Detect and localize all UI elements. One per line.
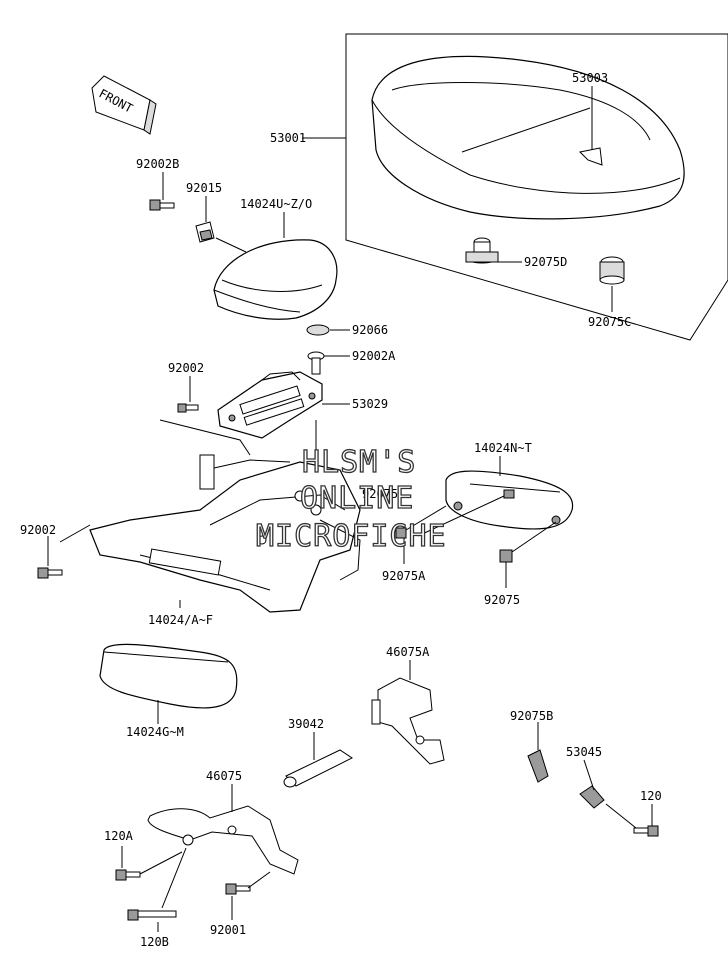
label-92066: 92066 xyxy=(352,323,388,337)
label-14024u-z-o: 14024U~Z/O xyxy=(240,197,312,211)
label-92075-right: 92075 xyxy=(484,593,520,607)
grommet-92075a xyxy=(395,527,407,539)
label-53003: 53003 xyxy=(572,71,608,85)
part-labels: 53001 53003 92075D 92075C 92002B 92015 1… xyxy=(20,71,662,949)
bumper-92075c xyxy=(599,256,625,285)
grommet-92075-right xyxy=(499,549,513,563)
label-92075d: 92075D xyxy=(524,255,567,269)
label-92002-top: 92002 xyxy=(168,361,204,375)
label-53029: 53029 xyxy=(352,397,388,411)
label-92075c: 92075C xyxy=(588,315,631,329)
seat-cowl xyxy=(213,239,338,320)
label-53001: 53001 xyxy=(270,131,306,145)
bolt-120b xyxy=(127,909,177,921)
label-92001: 92001 xyxy=(210,923,246,937)
bracket-46075a xyxy=(371,677,445,765)
clip-92015 xyxy=(195,221,215,243)
label-14024-a-f: 14024/A~F xyxy=(148,613,213,627)
bolt-92002b xyxy=(149,199,175,211)
label-46075a: 46075A xyxy=(386,645,430,659)
label-92075-mid: 92075 xyxy=(362,487,398,501)
leader-lines xyxy=(47,86,653,932)
seat-group-box xyxy=(345,33,728,341)
watermark-line-2: ONLINE xyxy=(300,481,414,516)
bolt-92001 xyxy=(225,883,251,895)
bolt-92002-top xyxy=(177,403,199,413)
watermark-line-1: HLSM'S xyxy=(302,445,416,480)
watermark-line-3: MICROFICHE xyxy=(256,519,447,554)
pipe-39042 xyxy=(283,749,353,788)
watermark: HLSM'S ONLINE MICROFICHE xyxy=(255,444,447,554)
label-92002b: 92002B xyxy=(136,157,179,171)
label-92002-left: 92002 xyxy=(20,523,56,537)
damper-92075b xyxy=(527,749,549,783)
bolt-92002-left xyxy=(37,567,63,579)
label-39042: 39042 xyxy=(288,717,324,731)
front-arrow: FRONT xyxy=(91,75,157,135)
label-92075b: 92075B xyxy=(510,709,553,723)
side-cover-left xyxy=(99,643,238,709)
bracket-53029 xyxy=(217,371,323,439)
bolt-120a xyxy=(115,869,141,881)
label-120b: 120B xyxy=(140,935,169,949)
cap-92066 xyxy=(306,324,330,336)
main-seat xyxy=(371,55,685,220)
label-46075: 46075 xyxy=(206,769,242,783)
rear-tail-cover xyxy=(89,454,361,613)
label-53045: 53045 xyxy=(566,745,602,759)
label-92015: 92015 xyxy=(186,181,222,195)
label-14024g-m: 14024G~M xyxy=(126,725,184,739)
bolt-92002a xyxy=(307,351,325,375)
bolt-120 xyxy=(633,825,659,837)
label-120: 120 xyxy=(640,789,662,803)
side-cover-right xyxy=(445,470,574,530)
label-92075a: 92075A xyxy=(382,569,426,583)
bumper-92075d xyxy=(465,237,499,264)
bracket-46075 xyxy=(147,805,299,875)
label-92002a: 92002A xyxy=(352,349,396,363)
label-14024n-t: 14024N~T xyxy=(474,441,532,455)
label-120a: 120A xyxy=(104,829,134,843)
block-53045 xyxy=(579,785,605,809)
grommet-92075-mid xyxy=(503,489,515,499)
guide-line xyxy=(159,419,251,456)
